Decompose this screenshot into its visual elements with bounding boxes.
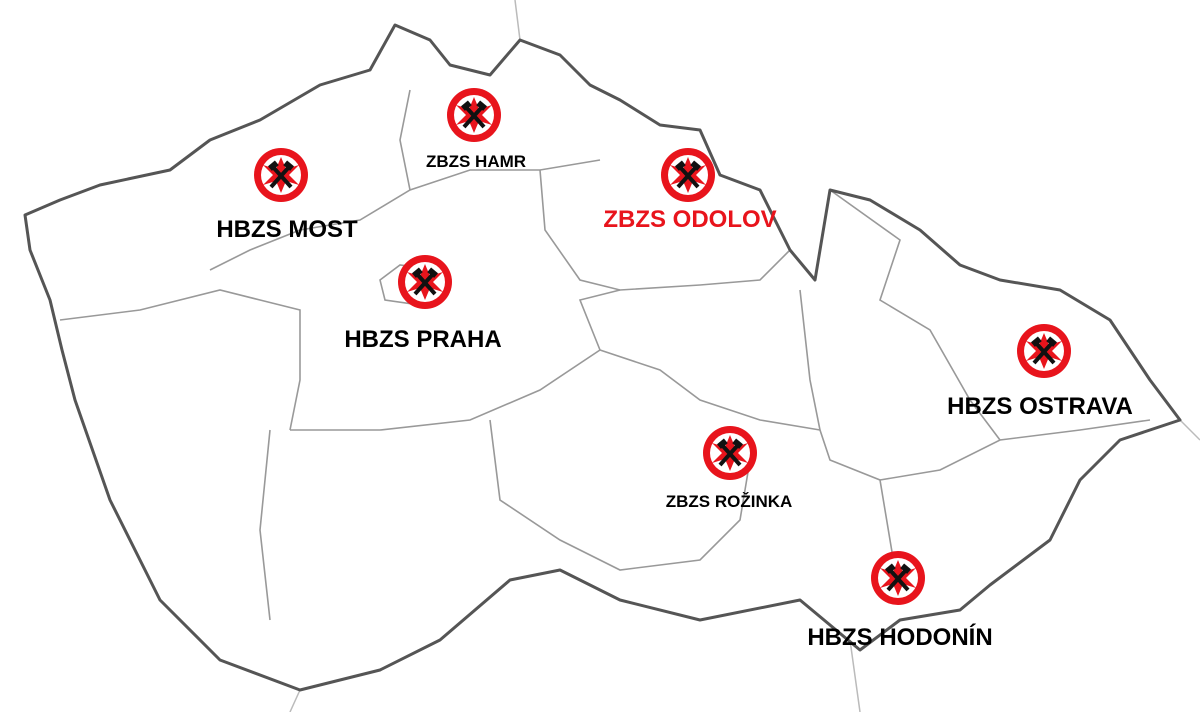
station-label-most[interactable]: HBZS MOST [216, 216, 358, 243]
mine-rescue-emblem-icon[interactable] [396, 253, 454, 311]
station-label-hamr[interactable]: ZBZS HAMR [425, 152, 527, 171]
country-outline [23, 23, 1182, 692]
mine-rescue-emblem-icon[interactable] [1015, 322, 1073, 380]
mine-rescue-emblem-icon[interactable] [869, 549, 927, 607]
station-label-hodonin[interactable]: HBZS HODONÍN [807, 624, 993, 651]
mine-rescue-emblem-icon[interactable] [659, 146, 717, 204]
mine-rescue-emblem-icon[interactable] [252, 146, 310, 204]
mine-rescue-emblem-icon[interactable] [445, 86, 503, 144]
mine-rescue-emblem-icon[interactable] [701, 424, 759, 482]
station-label-odolov[interactable]: ZBZS ODOLOV [603, 206, 777, 233]
station-label-praha[interactable]: HBZS PRAHA [344, 326, 502, 353]
station-label-rozinka[interactable]: ZBZS ROŽINKA [665, 492, 793, 511]
region-borders [59, 89, 1151, 621]
station-label-ostrava[interactable]: HBZS OSTRAVA [947, 393, 1133, 420]
neighbour-border [289, 0, 1200, 712]
